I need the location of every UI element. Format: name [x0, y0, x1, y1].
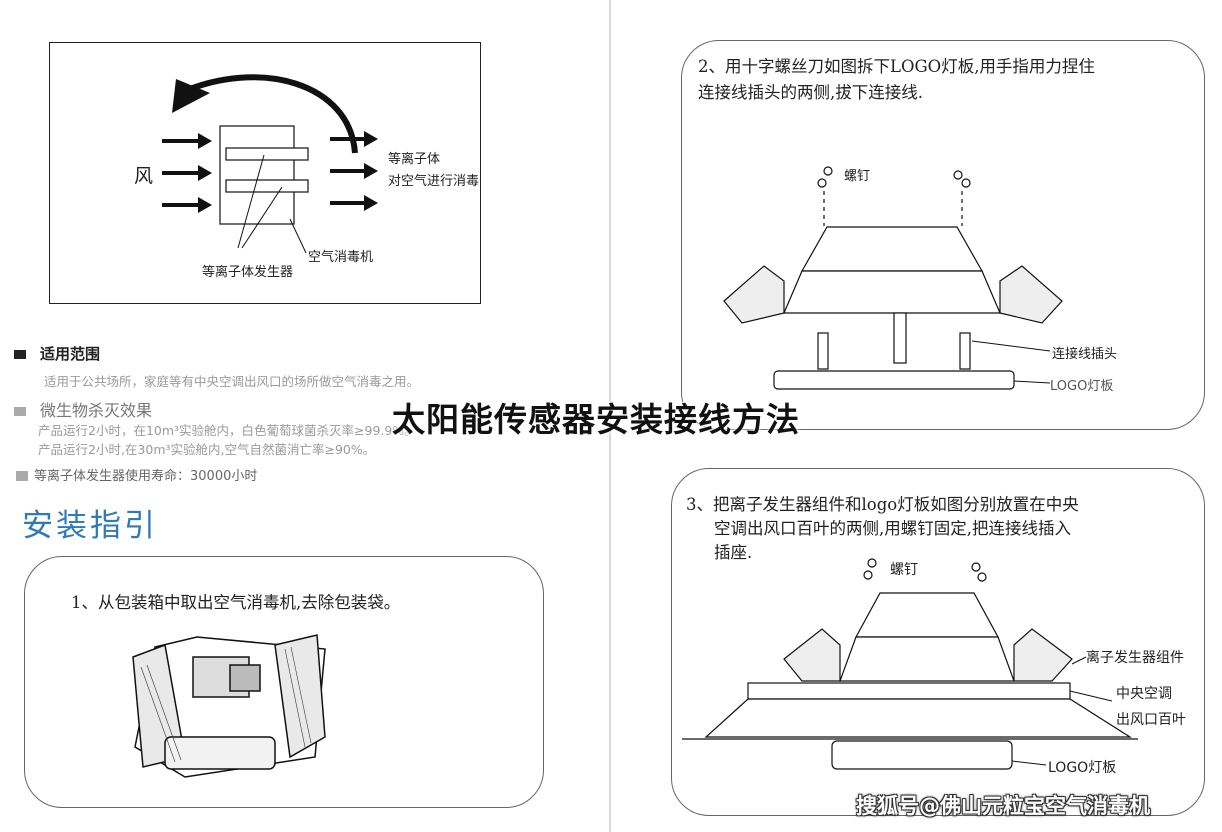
connector-plug-right	[959, 332, 971, 370]
microbe-heading: 微生物杀灭效果	[40, 401, 153, 420]
scope-heading-row: 适用范围	[14, 343, 100, 364]
ac-vent-louver	[704, 698, 1133, 738]
step1-panel: 1、从包装箱中取出空气消毒机,去除包装袋。	[24, 556, 544, 808]
curved-arrow	[178, 74, 358, 154]
step2-screw-label: 螺钉	[844, 169, 871, 184]
page-divider	[609, 0, 611, 832]
device-label: 空气消毒机	[308, 250, 374, 265]
screw-icon	[867, 558, 877, 568]
step3-ac-label-line1: 中央空调	[1116, 686, 1172, 702]
logo-light-board	[773, 370, 1015, 390]
bullet-square-icon	[16, 470, 28, 481]
device-top	[800, 226, 984, 272]
device-top	[854, 592, 1000, 638]
step3-logo-label: LOGO灯板	[1048, 760, 1117, 776]
device-side-right	[274, 634, 326, 759]
generator-pointer-2	[241, 186, 283, 249]
bullet-square-icon	[14, 407, 26, 416]
generator-pointer-1	[237, 154, 265, 249]
step1-device-drawing	[132, 634, 326, 778]
screw-icon	[863, 570, 873, 580]
wind-label: 风	[134, 165, 154, 187]
step2-logo-label: LOGO灯板	[1050, 379, 1114, 394]
step3-line2: 空调出风口百叶的两侧,用螺钉固定,把连接线插入	[714, 519, 1071, 538]
lifetime-text: 等离子体发生器使用寿命：30000小时	[34, 469, 258, 484]
device-pointer	[289, 218, 307, 254]
logo-light-board	[831, 740, 1013, 770]
side-module-left	[723, 265, 785, 324]
ion-module-left	[783, 628, 841, 682]
source-watermark: 搜狐号@佛山元粒宝空气消毒机	[856, 794, 1150, 818]
step2-connector-label: 连接线插头	[1052, 347, 1118, 362]
side-module-right	[999, 265, 1063, 324]
lifetime-row: 等离子体发生器使用寿命：30000小时	[16, 465, 257, 484]
generator-label: 等离子体发生器	[202, 265, 294, 280]
screw-icon	[971, 562, 981, 572]
step3-screw-label: 螺钉	[890, 562, 918, 578]
step1-text: 1、从包装箱中取出空气消毒机,去除包装袋。	[71, 593, 401, 612]
step3-line3: 插座.	[714, 543, 753, 562]
step3-line1: 3、把离子发生器组件和logo灯板如图分别放置在中央	[686, 495, 1079, 514]
step3-ac-label-line2: 出风口百叶	[1116, 712, 1186, 728]
scope-text: 适用于公共场所，家庭等有中央空调出风口的场所做空气消毒之用。	[44, 374, 420, 389]
microbe-line1: 产品运行2小时，在10m³实验舱内，白色葡萄球菌杀灭率≥99.9%。	[38, 423, 417, 438]
ac-vent-frame	[747, 682, 1071, 700]
device-middle	[783, 270, 1001, 314]
article-headline: 太阳能传感器安装接线方法	[392, 400, 800, 439]
microbe-heading-row: 微生物杀灭效果	[14, 397, 152, 421]
generator-plate-2	[225, 179, 309, 193]
step3-panel: 3、把离子发生器组件和logo灯板如图分别放置在中央 空调出风口百叶的两侧,用螺…	[671, 468, 1205, 816]
step3-ion-label: 离子发生器组件	[1086, 650, 1184, 666]
step2-panel: 2、用十字螺丝刀如图拆下LOGO灯板,用手指用力捏住 连接线插头的两侧,拔下连接…	[681, 40, 1205, 430]
device-base	[164, 736, 276, 770]
connector-plug-left	[817, 332, 829, 370]
step2-line1: 2、用十字螺丝刀如图拆下LOGO灯板,用手指用力捏住	[698, 57, 1095, 76]
airflow-diagram: 风 等离子体 对空气进行消毒 等离子体发生器 空气消毒机	[49, 42, 481, 304]
device-module	[229, 664, 261, 692]
ion-module-right	[1013, 628, 1073, 682]
install-title: 安装指引	[22, 508, 158, 544]
plasma-label-line2: 对空气进行消毒	[388, 174, 480, 189]
airflow-diagram-svg	[162, 74, 378, 254]
scope-heading: 适用范围	[40, 345, 101, 363]
step2-line2: 连接线插头的两侧,拔下连接线.	[698, 83, 923, 102]
device-middle	[839, 636, 1015, 682]
plasma-label-line1: 等离子体	[388, 152, 441, 167]
device-box	[219, 125, 295, 225]
plasma-arrows-right	[330, 131, 378, 211]
screw-icon	[961, 178, 971, 188]
step2-device-drawing	[723, 166, 1063, 390]
screw-icon	[977, 572, 987, 582]
curved-arrow-head	[172, 79, 210, 113]
generator-plate-1	[225, 147, 309, 161]
screw-icon	[817, 178, 827, 188]
step3-device-drawing	[682, 558, 1138, 770]
wind-arrows-left	[162, 133, 212, 213]
screw-icon	[953, 170, 963, 180]
microbe-line2: 产品运行2小时,在30m³实验舱内,空气自然菌消亡率≥90%。	[38, 442, 376, 457]
screw-icon	[823, 166, 833, 176]
connector-post	[893, 312, 907, 364]
bullet-square-icon	[14, 350, 26, 359]
